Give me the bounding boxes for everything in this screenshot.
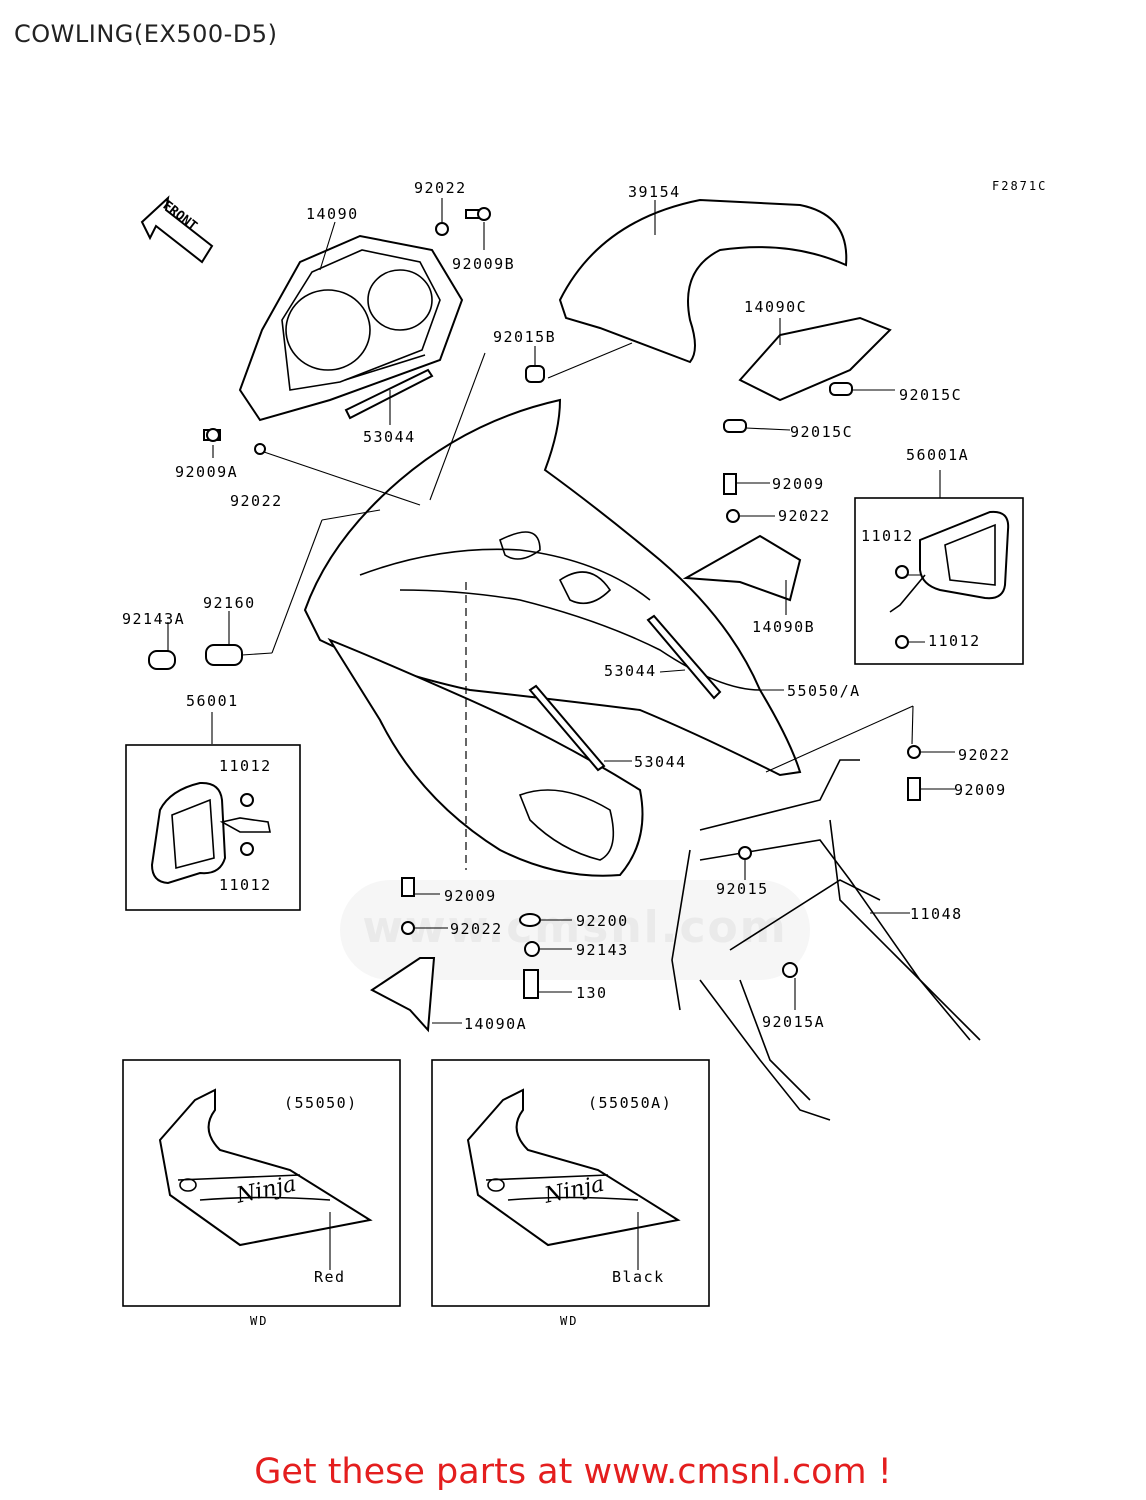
callout-55050-A: 55050/A [787,682,861,700]
callout-92200: 92200 [576,912,629,930]
variant-box-red [122,1059,401,1307]
variant-code-red: WD [250,1314,269,1328]
upper-cowling-55050 [303,398,802,777]
mirror-icon-left [150,781,271,885]
variant-cowling-black-icon [466,1088,681,1270]
mirror-box-56001 [125,744,301,911]
callout-92009: 92009 [954,781,1007,799]
windshield-39154 [558,198,848,364]
callout-130: 130 [576,984,608,1002]
callout-92009B: 92009B [452,255,516,273]
variant-color-black: Black [612,1268,665,1286]
lower-cowling [327,637,644,877]
callout-92022: 92022 [414,179,467,197]
variant-cowling-red-icon [158,1088,373,1270]
mirror-icon-right [889,510,1010,613]
callout-92022: 92022 [450,920,503,938]
callout-56001: 56001 [186,692,239,710]
callout-92022: 92022 [958,746,1011,764]
meter-panel-14090 [238,234,464,422]
front-arrow-icon: FRONT [140,195,214,264]
fastener-icons [148,207,921,999]
callout-11012: 11012 [219,757,272,775]
mirror-box-56001A [854,497,1024,665]
promo-link[interactable]: Get these parts at www.cmsnl.com ! [254,1452,892,1492]
callout-11012: 11012 [928,632,981,650]
figure-code: F2871C [992,179,1048,193]
callout-92015: 92015 [716,880,769,898]
callout-53044: 53044 [634,753,687,771]
callout-92009: 92009 [444,887,497,905]
variant-code-black: WD [560,1314,579,1328]
cowling-stay-11048 [671,759,981,1121]
callout-14090A: 14090A [464,1015,528,1033]
callout-53044: 53044 [604,662,657,680]
callout-92015A: 92015A [762,1013,826,1031]
callout-92015B: 92015B [493,328,557,346]
callout-14090B: 14090B [752,618,816,636]
callout-11012: 11012 [219,876,272,894]
variant-part-black: (55050A) [588,1094,673,1112]
variant-box-black [431,1059,710,1307]
callout-11048: 11048 [910,905,963,923]
variant-color-red: Red [314,1268,346,1286]
callout-53044: 53044 [363,428,416,446]
page-title: COWLING(EX500-D5) [14,20,278,48]
callout-92022: 92022 [778,507,831,525]
callout-56001A: 56001A [906,446,970,464]
bracket-14090A [370,957,436,1033]
bracket-14090B [682,534,802,602]
callout-92009: 92009 [772,475,825,493]
callout-14090C: 14090C [744,298,808,316]
variant-part-red: (55050) [284,1094,358,1112]
callout-92015C: 92015C [899,386,963,404]
bracket-14090C [738,316,892,402]
callout-39154: 39154 [628,183,681,201]
callout-92143A: 92143A [122,610,186,628]
callout-92022: 92022 [230,492,283,510]
callout-14090: 14090 [306,205,359,223]
callout-11012: 11012 [861,527,914,545]
leader-lines [167,198,955,1024]
callout-92015C: 92015C [790,423,854,441]
callout-92160: 92160 [203,594,256,612]
callout-92143: 92143 [576,941,629,959]
callout-92009A: 92009A [175,463,239,481]
